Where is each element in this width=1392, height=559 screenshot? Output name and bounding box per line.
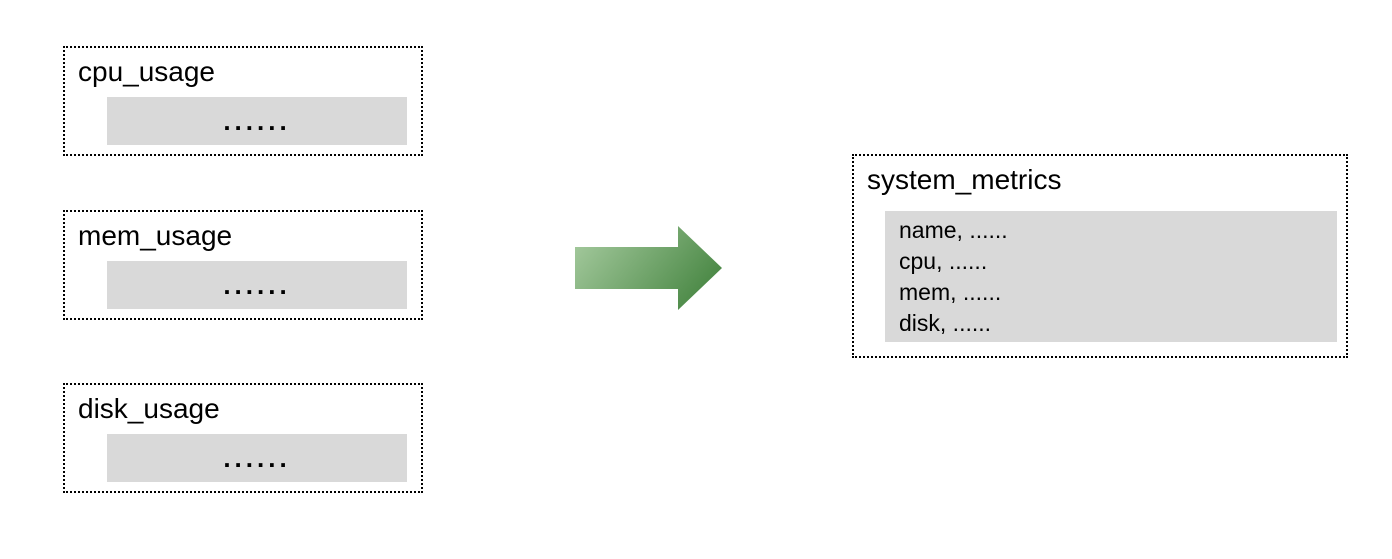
- table-row-placeholder: ......: [107, 261, 407, 309]
- table-rows-placeholder: name, ...... cpu, ...... mem, ...... dis…: [885, 211, 1337, 342]
- merge-arrow-icon: [575, 226, 722, 310]
- table-title: disk_usage: [78, 393, 220, 424]
- table-row: disk, ......: [899, 309, 992, 336]
- table-system-metrics: system_metrics name, ...... cpu, ...... …: [852, 154, 1348, 358]
- table-mem-usage: mem_usage ......: [63, 210, 423, 320]
- table-title: system_metrics: [867, 164, 1062, 195]
- table-row-placeholder: ......: [107, 97, 407, 145]
- table-row: name, ......: [899, 216, 1008, 243]
- ellipsis-text: ......: [223, 106, 291, 136]
- ellipsis-text: ......: [223, 270, 291, 300]
- table-row: mem, ......: [899, 278, 1002, 305]
- table-title: cpu_usage: [78, 56, 216, 87]
- ellipsis-text: ......: [223, 443, 291, 473]
- table-title: mem_usage: [78, 220, 233, 251]
- table-disk-usage: disk_usage ......: [63, 383, 423, 493]
- table-row: cpu, ......: [899, 247, 988, 274]
- table-cpu-usage: cpu_usage ......: [63, 46, 423, 156]
- table-row-placeholder: ......: [107, 434, 407, 482]
